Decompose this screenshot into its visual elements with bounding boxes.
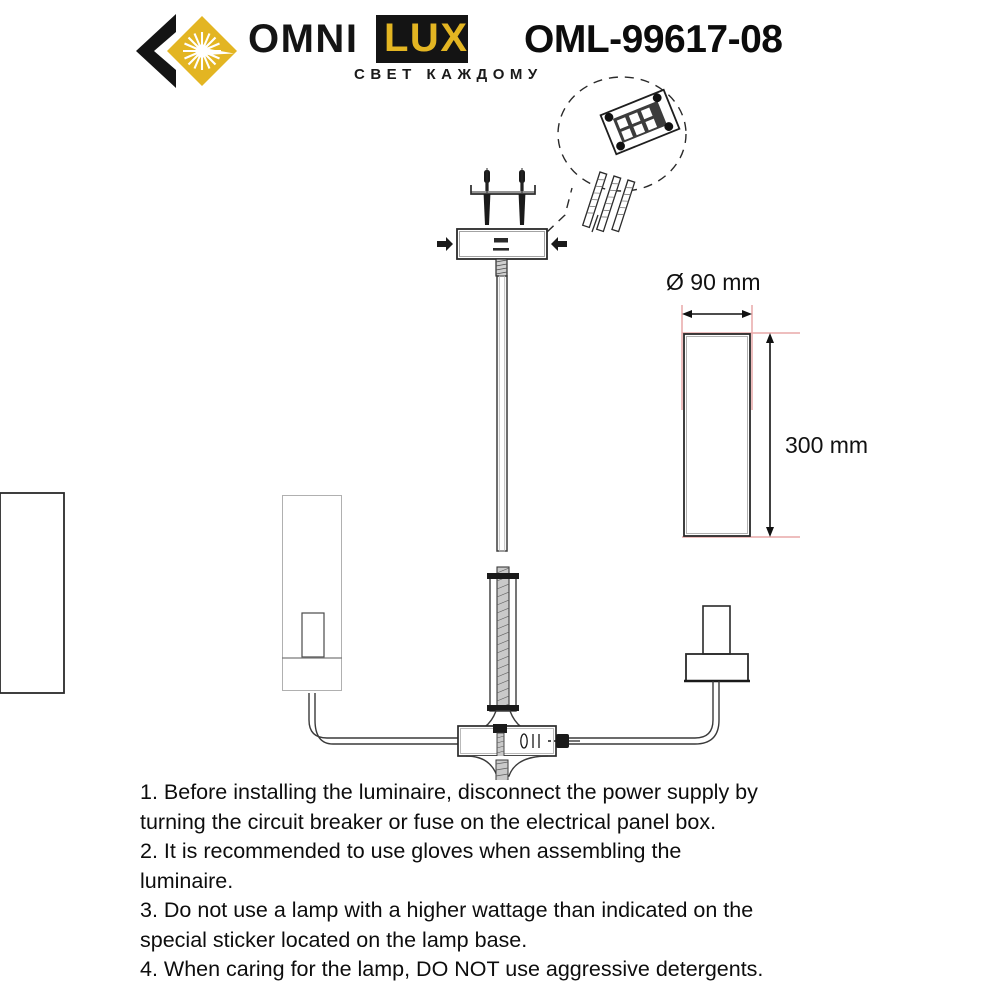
instruction-2-line-2: luminaire.: [140, 868, 234, 893]
omnilux-sun-diamond-logo-icon: [136, 14, 237, 88]
product-code: OML-99617-08: [524, 18, 783, 61]
brand-lux-block: LUX: [376, 15, 468, 63]
canopy-threaded-stub: [495, 258, 508, 277]
instruction-3-line-1: 3. Do not use a lamp with a higher watta…: [140, 898, 754, 922]
detail-callout-circle: [557, 76, 687, 192]
pendant-luminaire-assembly-diagram: Ø 90 mm 300 mm: [0, 76, 868, 780]
instruction-2-line-1: 2. It is recommended to use gloves when …: [140, 839, 682, 863]
diameter-dimension-arrow: [682, 310, 752, 318]
hub-end-cap: [548, 734, 580, 748]
right-arm-tube: [546, 681, 720, 745]
height-dimension-label: 300 mm: [785, 432, 868, 458]
brand-tagline: СВЕТ КАЖДОМУ: [354, 66, 543, 83]
brand-wordmark: OMNI LUX: [248, 15, 468, 64]
brand-name-omni: OMNI: [248, 17, 359, 61]
instruction-1-line-2: turning the circuit breaker or fuse on t…: [140, 809, 717, 834]
wall-anchor-screws: [483, 170, 526, 225]
dimension-extension-lines: [681, 305, 800, 538]
sun-beam-shape: [204, 48, 234, 55]
ceiling-canopy-box: [456, 228, 548, 260]
height-dimension-arrow: [766, 333, 774, 537]
right-cylinder-shade: [683, 333, 751, 537]
instruction-4-line-1: 4. When caring for the lamp, DO NOT use …: [140, 957, 764, 981]
canopy-direction-arrows: [437, 237, 567, 251]
left-arm-tube: [308, 693, 459, 745]
instructions-list: 1. Before installing the luminaire, disc…: [140, 778, 858, 985]
terminal-block-connector: [599, 88, 681, 156]
callout-leader-line: [546, 187, 573, 233]
instruction-3-line-2: special sticker located on the lamp base…: [140, 927, 528, 952]
suspension-rod: [496, 275, 508, 552]
screw-set: [581, 171, 636, 233]
brand-logo: OMNI LUX СВЕТ КАЖДОМУ: [136, 10, 537, 90]
threaded-rod: [467, 566, 539, 733]
left-cylinder-shade: [0, 492, 342, 694]
center-hub-junction: [457, 724, 580, 780]
page-header: OMNI LUX СВЕТ КАЖДОМУ OML-99617-08: [0, 0, 1000, 100]
diameter-dimension-label: Ø 90 mm: [666, 269, 761, 295]
brand-name-lux: LUX: [384, 16, 469, 60]
chevron-left-icon: [136, 14, 176, 88]
instruction-1-line-1: 1. Before installing the luminaire, disc…: [140, 780, 758, 804]
mounting-bracket: [470, 185, 536, 195]
right-lamp-holder: [684, 605, 750, 683]
